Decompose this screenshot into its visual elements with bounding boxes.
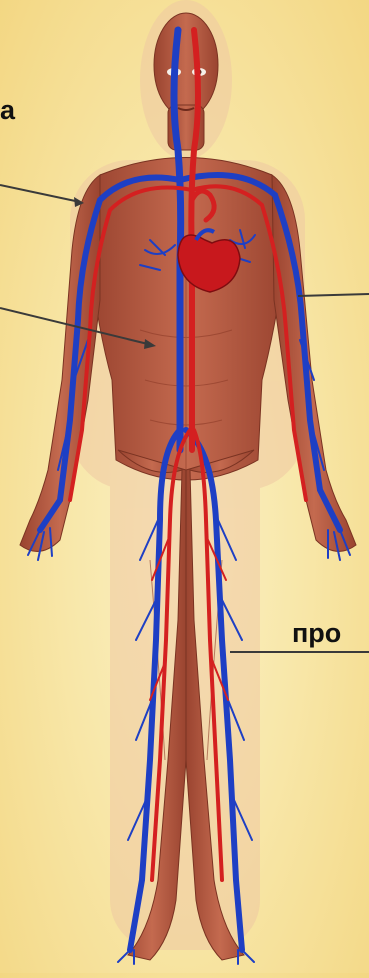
label-fragment-left: а <box>0 95 15 126</box>
label-fragment-right: про <box>292 618 341 649</box>
pointer-line-mid-right <box>298 294 369 296</box>
pointer-line-upper-left <box>0 185 80 202</box>
